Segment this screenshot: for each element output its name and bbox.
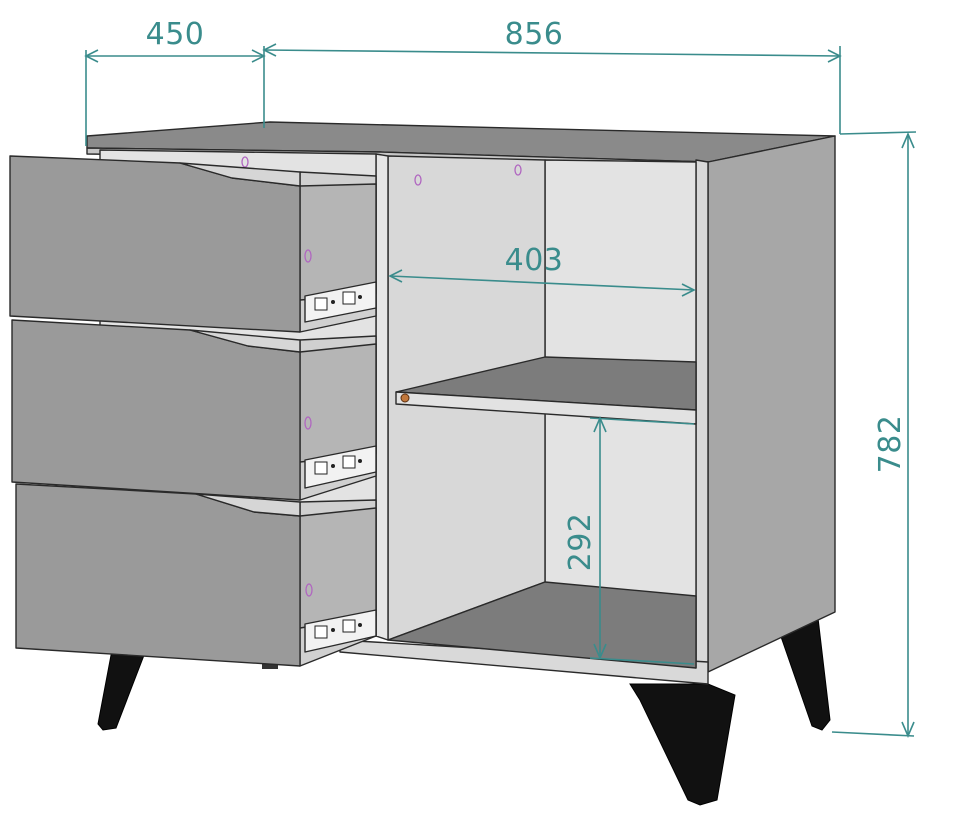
front-left-leg	[97, 649, 147, 731]
drawer-2-side	[299, 343, 377, 463]
left-foot	[262, 663, 278, 669]
divider-front-edge	[375, 153, 389, 641]
drawer-3-slide	[304, 609, 377, 653]
pin-mark	[514, 164, 522, 176]
drawer-3-side	[299, 507, 377, 629]
drawer-1[interactable]	[9, 155, 377, 333]
drawer-3[interactable]	[15, 483, 377, 667]
height-label: 782	[873, 415, 908, 474]
drawer-1-front-top	[179, 162, 301, 187]
pin-mark	[304, 416, 312, 430]
front-right-leg	[629, 683, 736, 806]
width-label: 856	[505, 17, 564, 52]
shelf-clearance-label: 292	[563, 513, 598, 572]
interior-width-dimension-line	[389, 275, 695, 291]
drawer-1-slide	[304, 281, 377, 323]
drawer-3-front-top	[195, 493, 301, 517]
drawer-2[interactable]	[11, 319, 377, 501]
dimension-lines	[84, 43, 917, 739]
depth-label: 450	[146, 17, 205, 52]
shelf-pin	[400, 393, 410, 403]
legs	[97, 617, 831, 806]
pin-mark	[414, 174, 422, 186]
drawer-1-front	[9, 155, 301, 333]
interior-width-label: 403	[505, 243, 564, 278]
drawer-2-slide	[304, 445, 377, 489]
shelf-front-edge	[395, 391, 697, 425]
width-dimension-line	[263, 49, 841, 57]
pin-mark	[305, 583, 313, 597]
pin-mark	[241, 156, 249, 168]
right-side-panel	[707, 135, 836, 673]
pin-mark	[304, 249, 312, 263]
right-front-edge	[695, 159, 709, 673]
drawer-2-front-top	[189, 329, 301, 353]
drawer-1-side	[299, 183, 377, 301]
